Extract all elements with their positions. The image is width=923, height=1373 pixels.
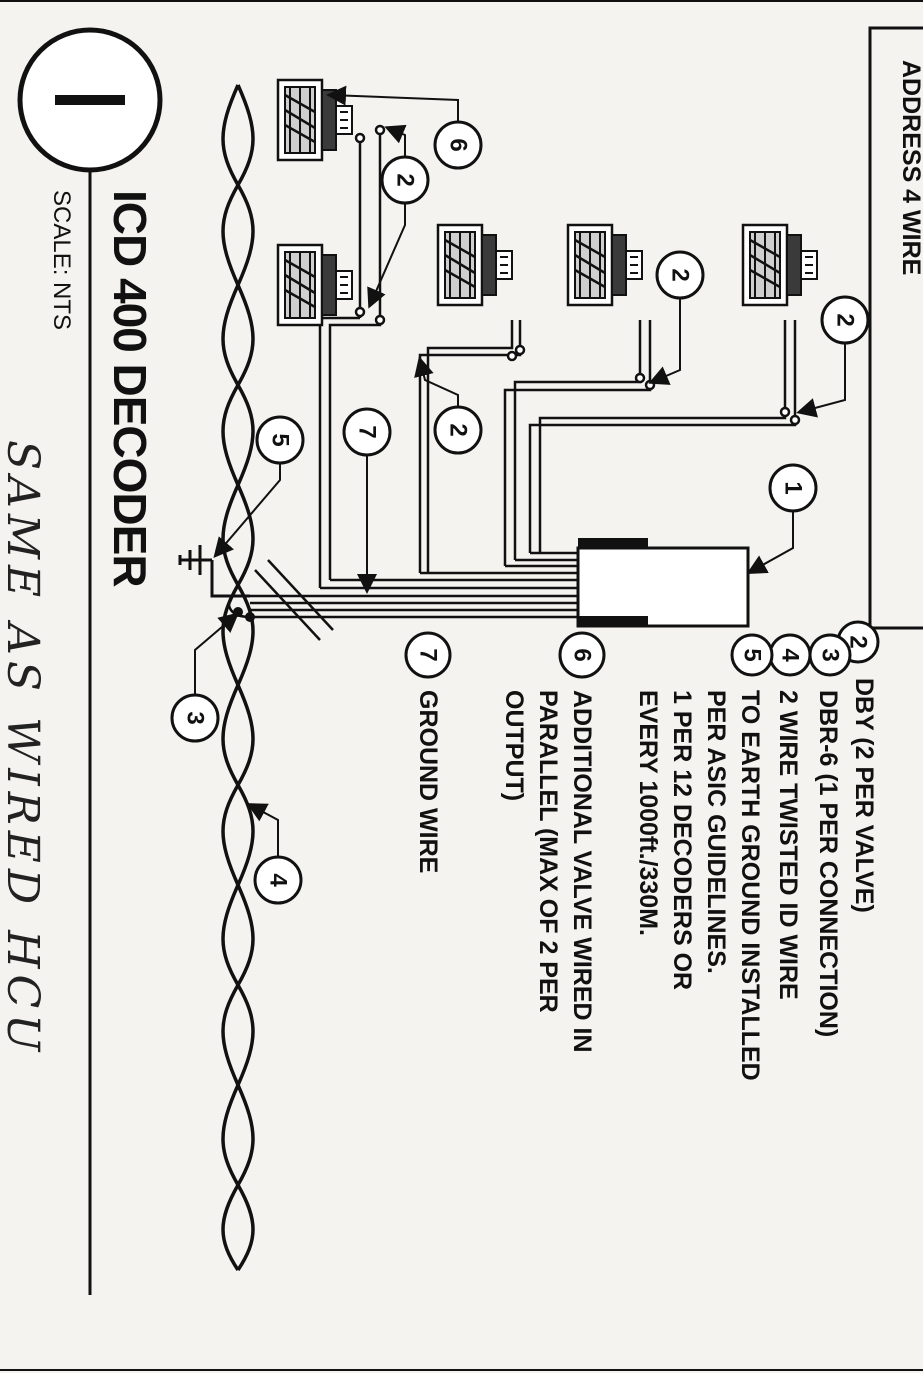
twisted-id-wire [221,84,255,1271]
callout-number: 2 [392,173,419,186]
callout-number: 2 [667,268,694,281]
earth-ground-icon [178,545,250,598]
legend-circle [558,631,606,679]
valve-icon [566,223,644,307]
legend-text: OUTPUT) [500,690,528,802]
callout-number: 3 [182,711,209,724]
decoder-body [576,538,750,628]
legend-text: TO EARTH GROUND INSTALLED [736,690,764,1081]
legend-number: 7 [415,648,442,661]
valve-icon [276,243,354,327]
valve-icon [741,223,819,307]
legend-circle [730,633,774,677]
scale-label: SCALE: NTS [48,190,75,331]
legend-text: PER ASIC GUIDELINES. [702,690,730,974]
legend-text: 1 PER 12 DECODERS OR [668,690,696,991]
dby-connectors [354,124,801,426]
cut-header-text: ADDRESS 4 WIRE [897,60,923,276]
leader-lines [194,85,846,857]
legend-text: 2 WIRE TWISTED ID WIRE [774,690,802,1000]
legend-text: PARALLEL (MAX OF 2 PER [534,690,562,1013]
callout-number: 2 [832,313,859,326]
legend-number: 3 [817,648,844,661]
drawing-title: ICD 400 DECODER [104,190,156,587]
legend-text: EVERY 1000ft./330M. [634,690,662,936]
handwritten-note: SAME AS WIRED HCU [0,440,48,1058]
break-mark [254,559,334,641]
legend-text: DBR-6 (1 PER CONNECTION) [814,690,842,1038]
valve-icon [276,78,354,162]
valve-icon [436,223,514,307]
legend-number: 4 [777,648,804,662]
callout-number: 4 [265,873,292,887]
legend-text: GROUND WIRE [414,690,442,874]
callout-number: 1 [780,481,807,494]
callout-number: 2 [445,423,472,436]
callout-number: 6 [445,138,472,151]
legend-text: DBY (2 PER VALVE) [850,678,878,913]
valve-wire-runs [318,135,797,588]
decoder-output-wires [250,551,578,619]
callout-number: 7 [354,425,381,438]
callout-number: 5 [267,433,294,446]
legend-number: 6 [569,648,596,661]
legend-circle [404,631,452,679]
legend-number: 2 [845,635,872,648]
legend-number: 5 [739,648,766,661]
legend-text: ADDITIONAL VALVE WIRED IN [568,690,596,1053]
